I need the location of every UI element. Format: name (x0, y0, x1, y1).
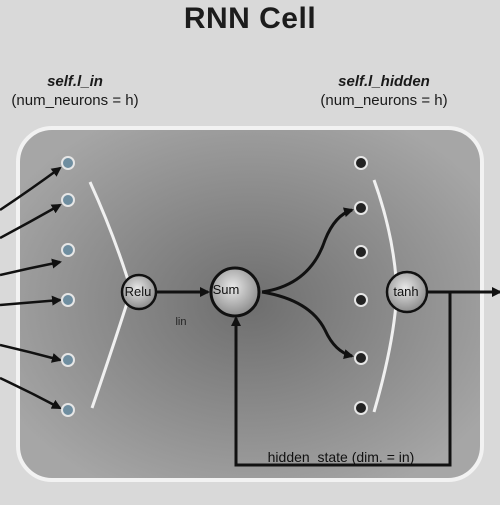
input-arrows (0, 166, 62, 410)
sum-label: Sum (212, 282, 240, 297)
hidden-node (354, 401, 368, 415)
hidden-node (354, 156, 368, 170)
relu-label: Relu (124, 284, 152, 299)
input-node (61, 243, 75, 257)
input-node (61, 403, 75, 417)
hidden-node (354, 293, 368, 307)
input-arrow-3 (0, 258, 62, 277)
input-layer-nodes (61, 156, 75, 417)
input-node (61, 353, 75, 367)
input-layer-size: (num_neurons = h) (11, 92, 139, 109)
input-layer-label: self.l_in (num_neurons = h) (0, 72, 150, 110)
input-arrow-6 (0, 376, 62, 410)
input-node (61, 193, 75, 207)
hidden-layer-name: self.l_hidden (338, 73, 430, 90)
tanh-node (385, 270, 429, 314)
tanh-funnel (372, 179, 398, 413)
sum-node (209, 266, 261, 318)
linear-label: lin (175, 316, 187, 328)
hidden-node (354, 201, 368, 215)
input-arrow-2 (0, 203, 62, 240)
hidden-state-loop (231, 292, 452, 467)
hidden-layer-size: (num_neurons = h) (320, 92, 448, 109)
relu-funnel (88, 181, 130, 409)
input-layer-name: self.l_in (47, 73, 103, 90)
hidden-node (354, 351, 368, 365)
hidden-layer-label: self.l_hidden (num_neurons = h) (284, 72, 484, 110)
hidden-layer-nodes (354, 156, 368, 415)
input-arrow-4 (0, 295, 62, 307)
tanh-label: tanh (393, 284, 419, 299)
hidden-node (354, 245, 368, 259)
relu-node (120, 273, 158, 311)
hidden-state-label: hidden_state (dim. = in) (267, 449, 415, 465)
sum-to-hidden-arrows (261, 207, 354, 360)
input-node (61, 293, 75, 307)
input-arrow-5 (0, 343, 62, 363)
input-node (61, 156, 75, 170)
diagram-title: RNN Cell (183, 2, 317, 35)
input-arrow-1 (0, 166, 62, 212)
